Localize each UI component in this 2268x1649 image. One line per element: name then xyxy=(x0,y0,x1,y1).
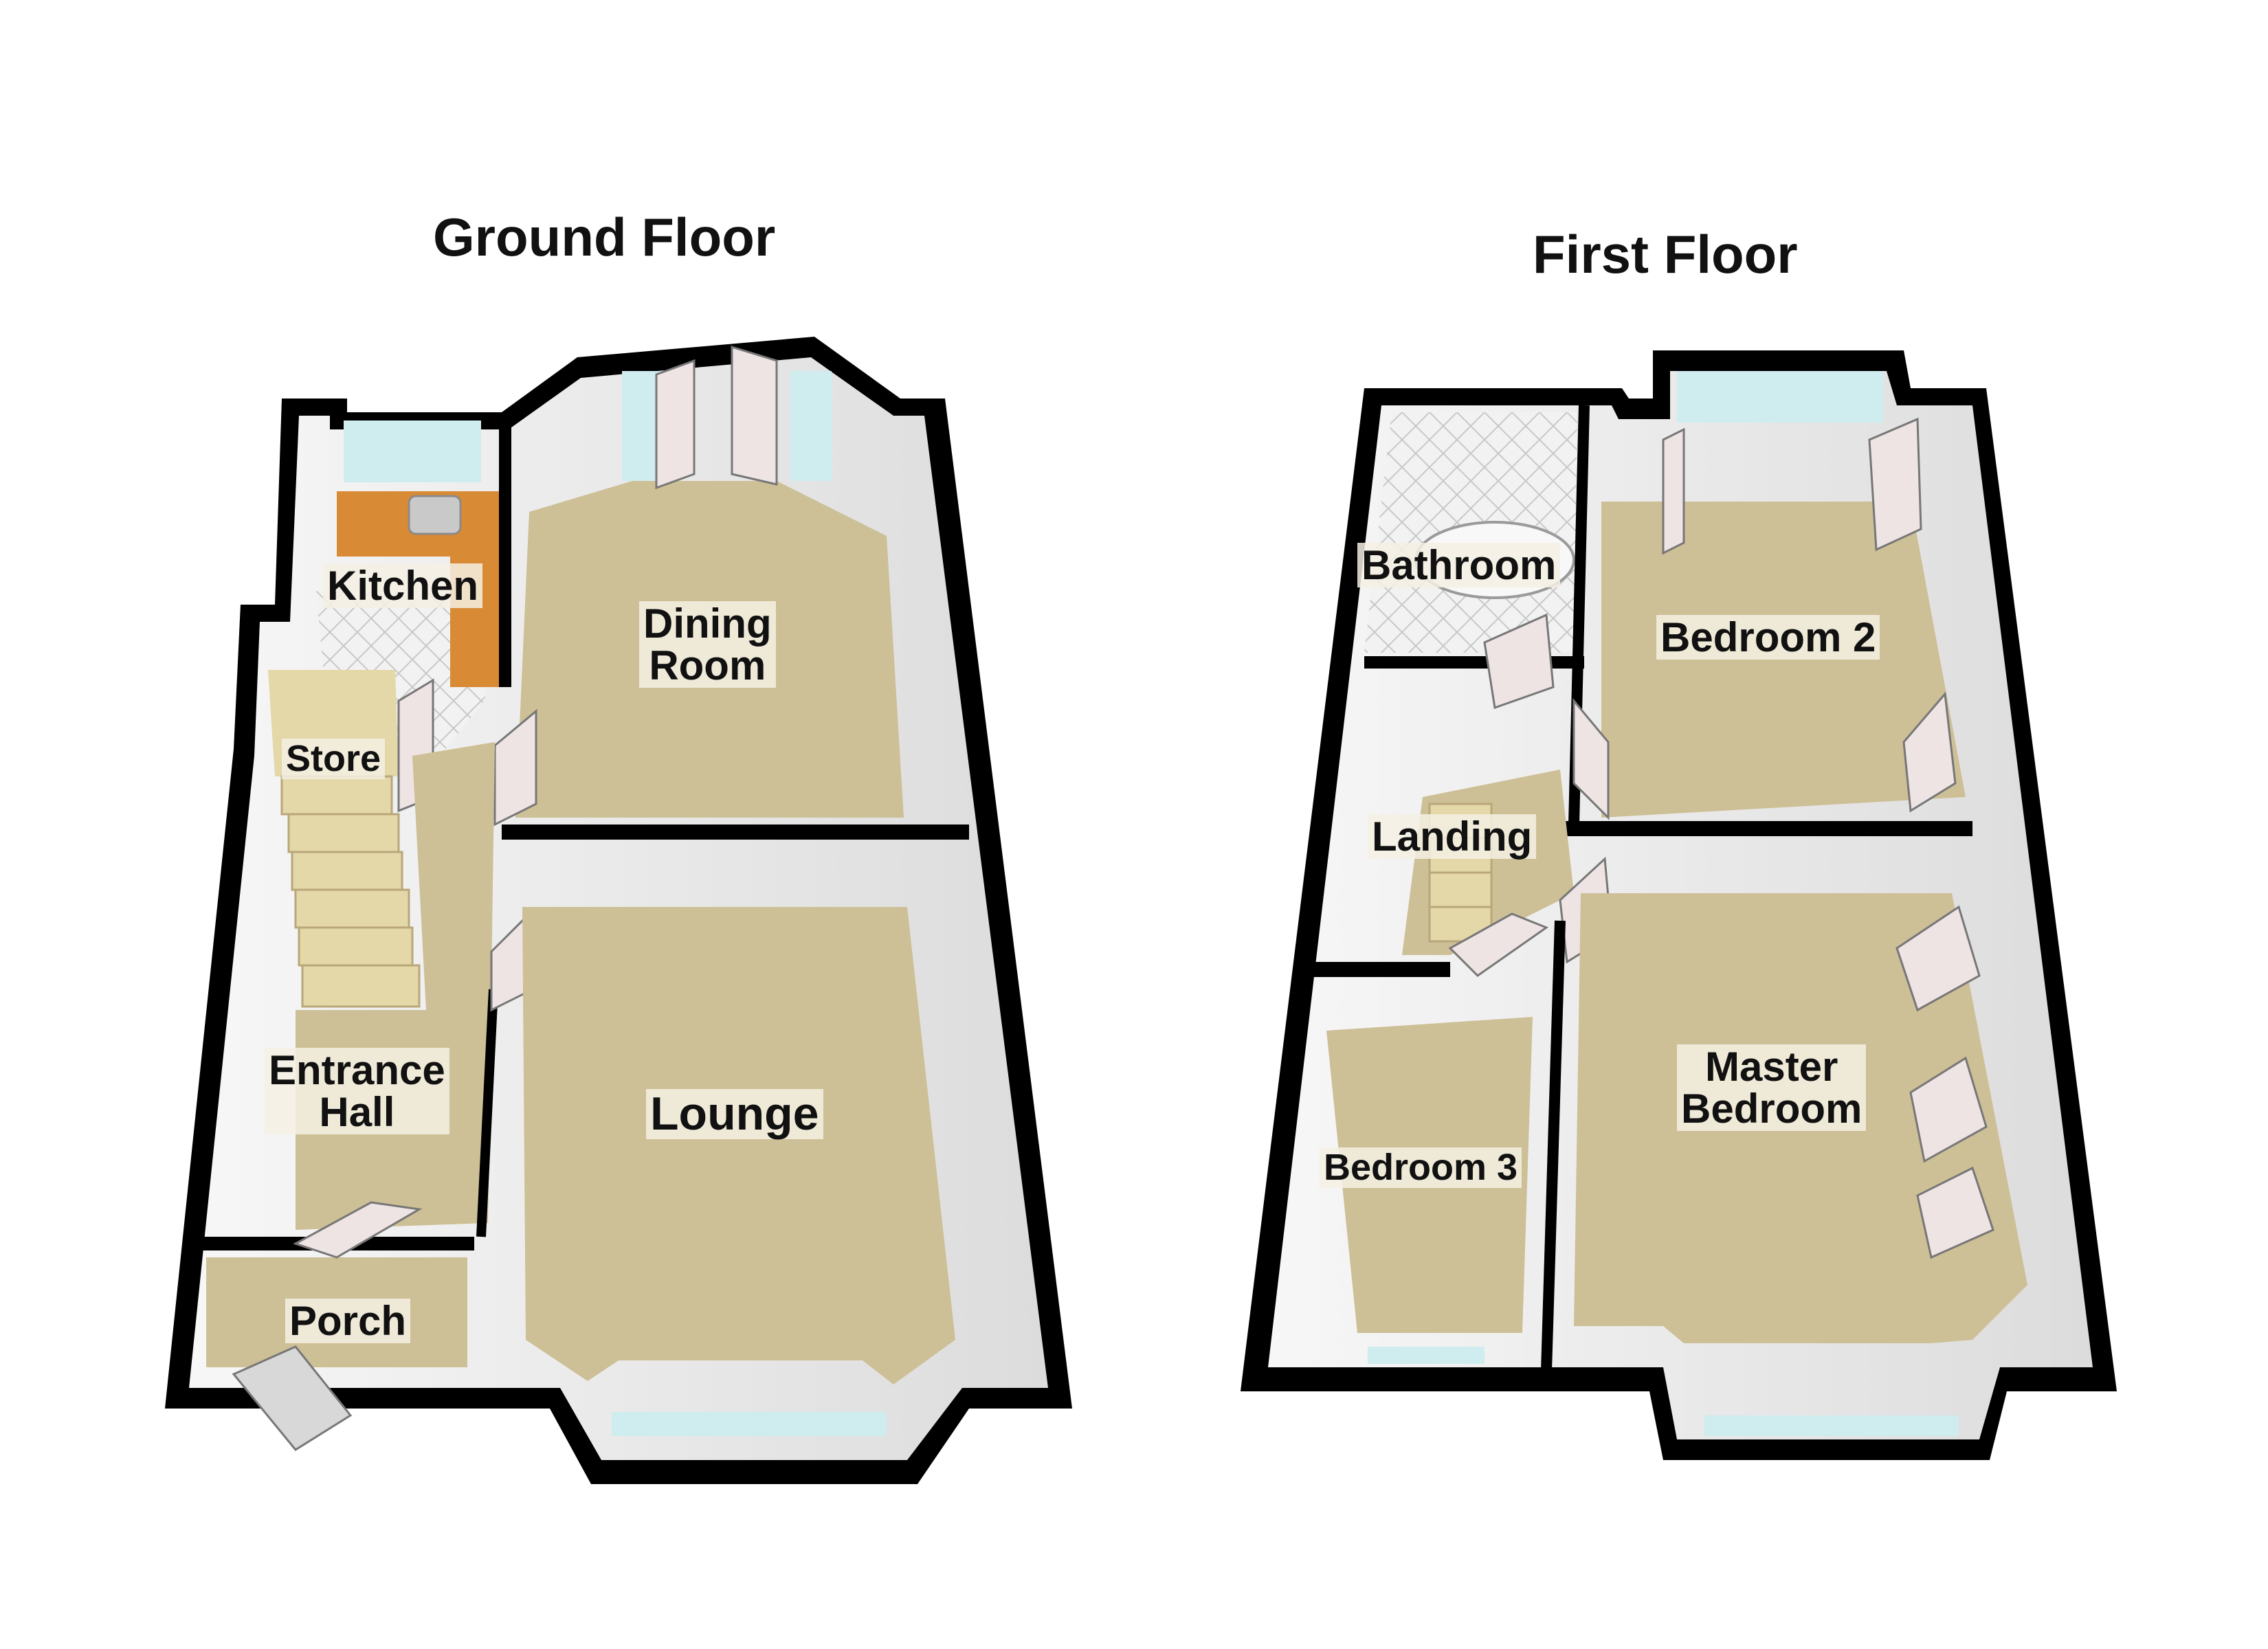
room-label-entrance-line1: Entrance xyxy=(269,1047,445,1093)
room-label-master-line1: Master xyxy=(1704,1044,1838,1090)
door-icon xyxy=(1572,697,1610,820)
stairs-icon xyxy=(280,775,421,1008)
door-icon xyxy=(1448,912,1549,977)
room-label-lounge: Lounge xyxy=(646,1089,823,1140)
first-floor xyxy=(1241,350,2117,1460)
master-bay-window xyxy=(1704,1415,1959,1436)
sink-icon xyxy=(408,495,462,535)
ground-floor-title: Ground Floor xyxy=(433,207,776,267)
room-label-dining-room: Dining Room xyxy=(639,601,776,688)
ground-floor xyxy=(165,337,1072,1484)
hall-lounge-wall xyxy=(476,989,498,1237)
room-label-porch: Porch xyxy=(285,1299,411,1344)
door-icon xyxy=(655,359,696,490)
room-label-store: Store xyxy=(282,739,386,780)
dining-lounge-wall xyxy=(502,824,969,840)
landing-master-wall xyxy=(1541,920,1566,1371)
door-icon xyxy=(731,345,778,486)
room-label-dining-line2: Room xyxy=(649,642,766,689)
room-label-bedroom-2: Bedroom 2 xyxy=(1656,615,1880,660)
room-label-landing: Landing xyxy=(1368,814,1537,860)
wardrobe-icon xyxy=(1895,905,1994,1259)
lounge-floor xyxy=(522,907,955,1384)
room-label-entrance-line2: Hall xyxy=(319,1089,395,1136)
door-icon xyxy=(1483,613,1555,710)
kitchen-window xyxy=(344,420,481,482)
door-icon xyxy=(493,708,537,827)
door-icon xyxy=(232,1345,353,1451)
lounge-bay-window xyxy=(612,1412,887,1436)
first-floor-title: First Floor xyxy=(1533,224,1798,284)
wardrobe-icon xyxy=(1662,427,1685,555)
door-icon xyxy=(293,1201,423,1259)
dining-window-right xyxy=(790,371,832,481)
room-label-bedroom-3: Bedroom 3 xyxy=(1320,1147,1522,1189)
room-label-bathroom: Bathroom xyxy=(1357,543,1561,588)
room-label-dining-line1: Dining xyxy=(643,601,772,647)
room-label-entrance-hall: Entrance Hall xyxy=(265,1047,449,1136)
bedroom3-cupboard-wall xyxy=(1313,962,1450,977)
door-icon xyxy=(1902,691,1957,813)
room-label-kitchen: Kitchen xyxy=(323,563,483,609)
bedroom3-window xyxy=(1368,1347,1485,1364)
bedroom2-window xyxy=(1677,371,1883,423)
bedroom2-master-wall xyxy=(1560,821,1972,836)
room-label-master-line2: Bedroom xyxy=(1681,1086,1863,1132)
wardrobe-icon xyxy=(1868,417,1922,552)
room-label-master-bedroom: Master Bedroom xyxy=(1677,1044,1867,1132)
